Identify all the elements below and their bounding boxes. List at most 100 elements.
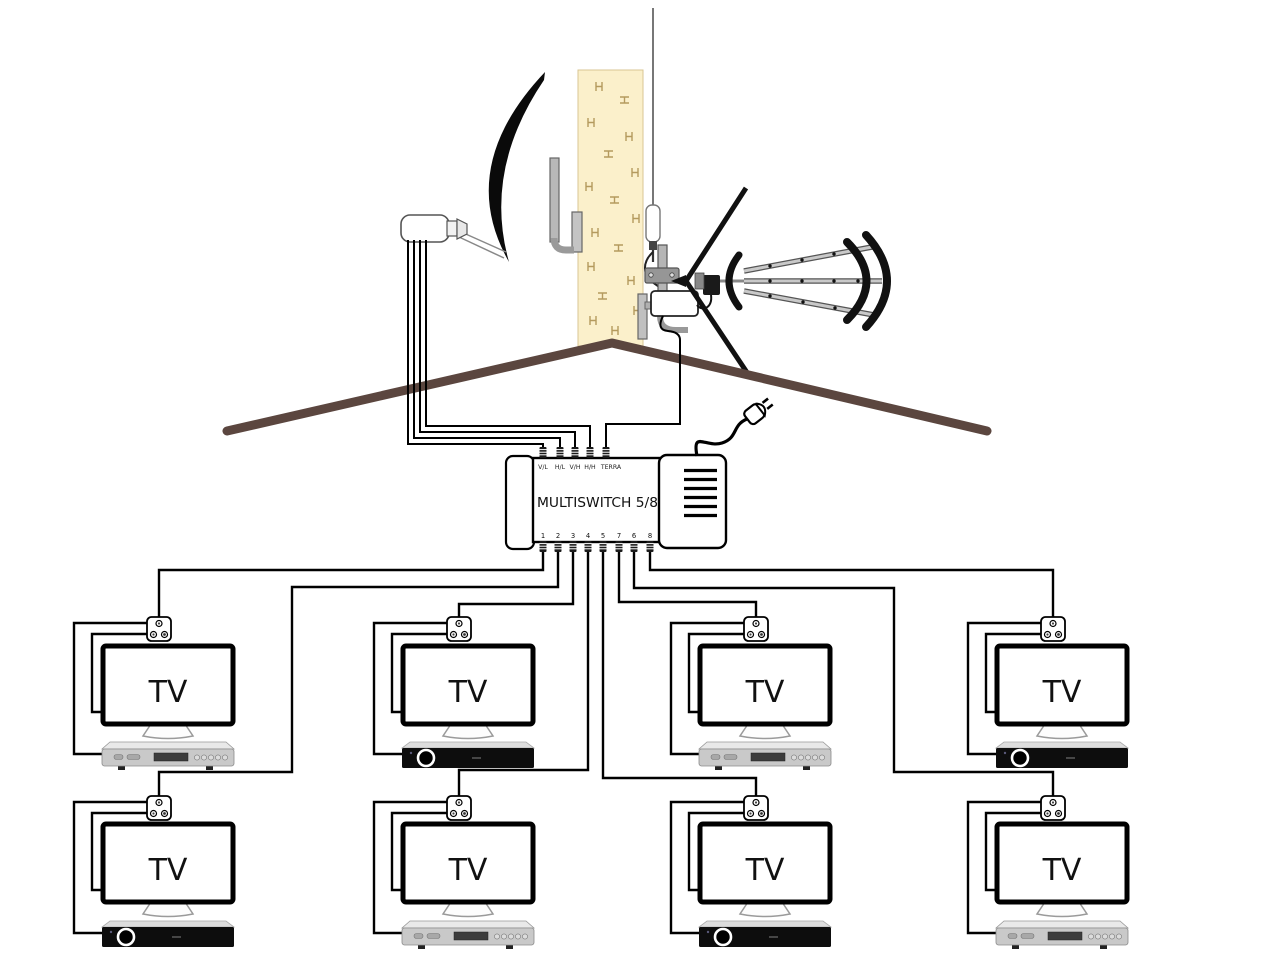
receiver xyxy=(400,740,536,770)
tv-label: TV xyxy=(1042,675,1082,710)
receiver xyxy=(401,920,535,950)
tv-cable xyxy=(687,632,744,714)
output-label-3: 3 xyxy=(571,532,575,540)
tv-label: TV xyxy=(1042,853,1082,888)
satellite-dish xyxy=(400,72,583,262)
wall-outlet xyxy=(743,795,769,821)
lnb-cable-4 xyxy=(425,240,591,447)
balun-box xyxy=(703,275,720,295)
uhf-antenna xyxy=(671,186,891,376)
receiver-cable xyxy=(966,621,1041,756)
receiver-cable xyxy=(669,800,744,935)
mains-plug xyxy=(743,397,774,426)
receiver xyxy=(995,920,1129,950)
output-feed-cables xyxy=(157,552,1055,797)
mast-wall-plate xyxy=(637,293,648,340)
receiver-cable xyxy=(372,621,447,756)
receiver-cable xyxy=(372,800,447,935)
feed-output-3 xyxy=(457,552,575,618)
dish-mount-elbow xyxy=(550,237,574,254)
antenna-mast-mount xyxy=(637,244,699,340)
input-label-hh: H/H xyxy=(584,464,596,471)
feed-output-6 xyxy=(632,552,1055,797)
wall-outlet xyxy=(1040,616,1066,642)
reflector-bow-small xyxy=(725,251,743,311)
receiver xyxy=(697,919,833,949)
tv-cable xyxy=(390,632,447,714)
lnb-cable-2 xyxy=(413,240,561,447)
tv-cable xyxy=(687,811,744,892)
tv-group-2: TV xyxy=(372,616,536,770)
mast-tube xyxy=(657,315,688,333)
output-label-5: 5 xyxy=(601,532,605,540)
tv-cable xyxy=(984,632,1041,714)
amplifier-box xyxy=(650,290,699,317)
tv-label: TV xyxy=(745,853,785,888)
output-label-6: 6 xyxy=(632,532,636,540)
power-cord xyxy=(694,417,748,457)
feed-output-2 xyxy=(157,552,560,797)
chimney xyxy=(577,69,644,347)
multiswitch: MULTISWITCH 5/8 V/L H/L V/H H/H TERRA 1 … xyxy=(504,397,774,553)
dipole-apex xyxy=(671,275,686,287)
input-label-terra: TERRA xyxy=(600,464,622,471)
wall-outlet xyxy=(146,795,172,821)
output-label-1: 1 xyxy=(541,532,545,540)
lnb-cable-3 xyxy=(419,240,576,447)
feed-output-4 xyxy=(457,552,590,797)
output-label-7: 7 xyxy=(617,532,621,540)
input-connectors xyxy=(539,446,610,459)
lnb-cable-1 xyxy=(407,240,544,447)
tv-cable xyxy=(90,632,147,714)
feed-output-8 xyxy=(648,552,1055,618)
tv-group-4: TV xyxy=(966,616,1130,770)
input-label-vl: V/L xyxy=(538,464,548,471)
output-label-8: 8 xyxy=(648,532,652,540)
balun-cable xyxy=(696,294,713,310)
receiver-cable xyxy=(72,800,147,935)
receiver xyxy=(994,740,1130,770)
receiver xyxy=(101,741,235,771)
feed-output-1 xyxy=(157,552,545,618)
wall-outlet xyxy=(446,795,472,821)
tv-group-7: TV xyxy=(669,795,833,949)
receiver-cable xyxy=(669,621,744,756)
tv-group-6: TV xyxy=(372,795,535,950)
feed-output-5 xyxy=(601,552,758,797)
dish-mount-post xyxy=(549,157,560,243)
output-label-2: 2 xyxy=(556,532,560,540)
mast-collar xyxy=(644,267,680,284)
tv-group-3: TV xyxy=(669,616,832,771)
lnb-arm xyxy=(458,236,505,259)
receiver xyxy=(100,919,236,949)
multiswitch-mount-flange xyxy=(504,454,536,551)
tv-cable xyxy=(90,811,147,892)
power-supply-unit xyxy=(657,453,728,550)
reflector-bow xyxy=(843,238,871,324)
dish-reflector xyxy=(488,72,545,262)
output-label-4: 4 xyxy=(586,532,590,540)
wall-outlet xyxy=(1040,795,1066,821)
input-label-hl: H/L xyxy=(555,464,566,471)
tv-group-5: TV xyxy=(72,795,236,949)
antenna-elements xyxy=(768,252,860,310)
receiver xyxy=(698,741,832,771)
input-label-vh: V/H xyxy=(570,464,581,471)
multiswitch-label: MULTISWITCH 5/8 xyxy=(537,496,658,511)
wall-outlet xyxy=(446,616,472,642)
wall-outlet xyxy=(743,616,769,642)
tv-group-8: TV xyxy=(966,795,1129,950)
tv-group-1: TV xyxy=(72,616,235,771)
feed-output-7 xyxy=(617,552,758,618)
dish-wall-plate xyxy=(571,211,583,253)
tv-label: TV xyxy=(148,675,188,710)
tv-cable xyxy=(984,811,1041,892)
roof xyxy=(222,338,992,436)
reflector-bow xyxy=(862,231,891,331)
receiver-cable xyxy=(966,800,1041,935)
tv-label: TV xyxy=(448,853,488,888)
multiswitch-body xyxy=(531,456,663,544)
tv-label: TV xyxy=(448,675,488,710)
tv-label: TV xyxy=(148,853,188,888)
